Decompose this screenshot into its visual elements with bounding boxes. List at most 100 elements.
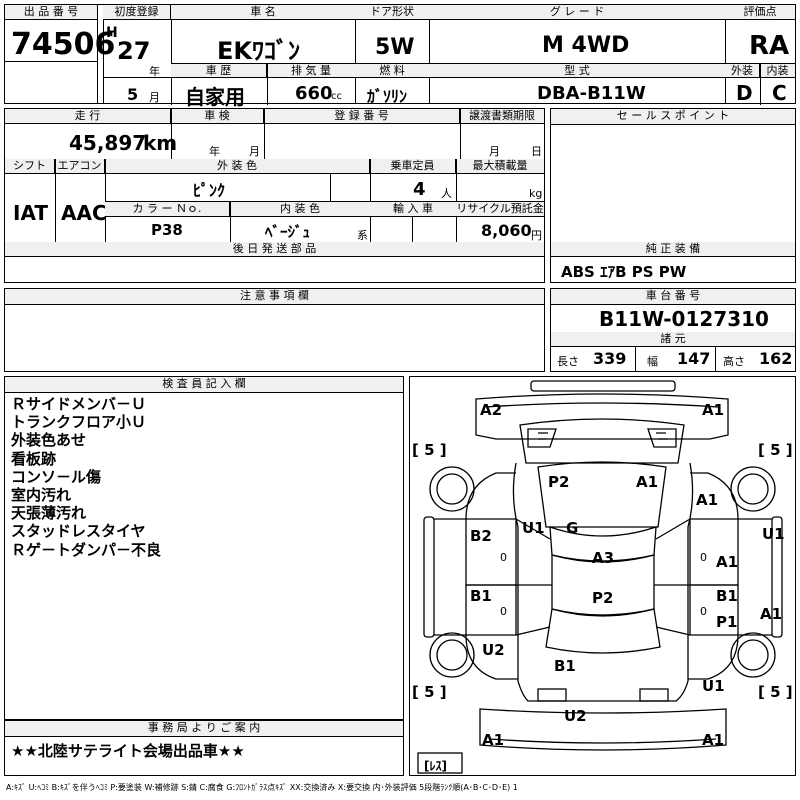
registration-header: 登 録 番 号 — [264, 109, 460, 124]
specs-header: 諸 元 — [551, 332, 795, 347]
first-reg-header: 初度登録 — [103, 5, 171, 20]
height: 162 — [759, 349, 793, 368]
door-type: 5W — [375, 35, 415, 60]
office-block: 事 務 局 よ り ご 案 内 ★★北陸サテライト会場出品車★★ — [4, 720, 404, 776]
divider — [55, 159, 56, 242]
ext-color: ﾋﾟﾝｸ — [193, 181, 226, 200]
damage-label: B1 — [554, 657, 576, 675]
headlight-right — [647, 428, 677, 448]
damage-label: A1 — [716, 553, 739, 571]
damage-label: A1 — [702, 731, 725, 749]
damage-label: U1 — [762, 525, 785, 543]
int-color-unit: 系 — [357, 229, 368, 242]
rear-fender-left — [465, 634, 518, 680]
divider — [429, 5, 430, 103]
ext-color-header: 外 装 色 — [105, 159, 370, 174]
inspector-header: 検 査 員 記 入 欄 — [5, 377, 403, 393]
tread-depth: [ 5 ] — [758, 441, 793, 459]
divider — [456, 159, 457, 242]
notes-block: 注 意 事 項 欄 — [4, 288, 545, 372]
divider — [715, 347, 716, 371]
tread-depth: [ 5 ] — [412, 683, 447, 701]
car-diagram — [417, 380, 783, 774]
door-header: ドア形状 — [355, 5, 429, 20]
equipment: ABS ｴｱB PS PW — [561, 263, 687, 281]
divider — [635, 347, 636, 371]
side-link-right — [654, 518, 691, 636]
damage-label: P1 — [716, 613, 738, 631]
damage-label: A3 — [592, 549, 615, 567]
divider — [105, 159, 106, 242]
body-outline — [512, 462, 694, 702]
divider — [370, 159, 371, 242]
office-header: 事 務 局 よ り ご 案 内 — [5, 721, 403, 737]
spare-box — [417, 752, 463, 774]
spare-tire-label: [ﾚｽ] — [424, 759, 447, 773]
fuel-header: 燃 料 — [355, 63, 429, 78]
sill-link — [434, 518, 772, 636]
recycle-unit: 円 — [531, 229, 542, 242]
rear-bumper-line — [489, 738, 717, 744]
height-label: 高さ — [723, 355, 745, 368]
damage-label: G — [566, 519, 579, 537]
lot-number: 74506 — [11, 27, 116, 62]
ext-score-header: 外装 — [725, 63, 760, 78]
damage-label: U2 — [564, 707, 587, 725]
score-header: 評価点 — [725, 5, 795, 20]
divider — [460, 109, 461, 159]
remark-item: 天張薄汚れ — [11, 504, 87, 523]
grade: M 4WD — [542, 33, 630, 58]
damage-label: A1 — [760, 605, 783, 623]
sales-point-block: セ ー ル ス ポ イ ン ト 純 正 装 備 ABS ｴｱB PS PW — [550, 108, 796, 283]
int-score: C — [772, 81, 787, 105]
score: RA — [749, 31, 790, 61]
remark-item: コンソ－ル傷 — [11, 467, 102, 486]
zero-marker: 0 — [500, 605, 507, 618]
remark-item: スタッドレスタイヤ — [11, 522, 146, 541]
damage-label: A2 — [480, 401, 503, 419]
inspection-month-unit: 月 — [249, 145, 260, 158]
mileage-header: 走 行 — [5, 109, 171, 124]
remark-item: 看板跡 — [11, 449, 57, 468]
first-reg-year: 27 — [117, 37, 151, 65]
damage-label: U1 — [522, 519, 545, 537]
mileage: 45,897 — [69, 131, 147, 155]
int-color: ﾍﾞｰｼﾞｭ — [265, 223, 311, 241]
history-header: 車 歴 — [171, 63, 267, 78]
first-reg-era: H — [106, 25, 118, 41]
divider — [97, 5, 98, 103]
car-name-header: 車 名 — [171, 5, 355, 20]
equipment-header: 純 正 装 備 — [551, 242, 795, 257]
remark-item: Ｒゲ－トダンパ－不良 — [11, 540, 162, 559]
transfer-month-unit: 月 — [489, 145, 500, 158]
length-label: 長さ — [557, 355, 579, 368]
transfer-day-unit: 日 — [531, 145, 542, 158]
damage-label: A1 — [636, 473, 659, 491]
front-bumper-line — [485, 402, 719, 408]
divider — [103, 5, 104, 103]
divider — [5, 61, 97, 62]
grade-header: グ レ ー ド — [429, 5, 725, 20]
wheel-rear-right-inner — [737, 639, 769, 671]
first-reg-month-unit: 月 — [149, 91, 160, 104]
hood-outline — [519, 418, 685, 464]
wheel-front-right-inner — [737, 473, 769, 505]
later-parts-header: 後 日 発 送 部 品 — [5, 242, 544, 257]
first-reg-month: 5 — [127, 85, 139, 104]
shift-header: シフト — [5, 159, 55, 174]
divider — [230, 202, 231, 242]
remark-item: 室内汚れ — [11, 486, 72, 505]
tail-light-left — [537, 688, 567, 702]
remark-item: Ｒサイドメンバ－Ｕ — [11, 395, 147, 413]
divider — [760, 63, 761, 105]
aircon-header: エアコン — [55, 159, 105, 174]
damage-label: P2 — [548, 473, 570, 491]
inspector-block: 検 査 員 記 入 欄 Ｒサイドメンバ－Ｕ トランクフロア小Ｕ 外装色あせ 看板… — [4, 376, 404, 720]
remarks-list: Ｒサイドメンバ－Ｕ トランクフロア小Ｕ 外装色あせ 看板跡 コンソ－ル傷 室内汚… — [11, 395, 161, 559]
inspection-header: 車 検 — [171, 109, 264, 124]
chassis-header: 車 台 番 号 — [551, 289, 795, 305]
lot-header: 出 品 番 号 — [5, 5, 97, 20]
remark-item: トランクフロア小Ｕ — [11, 413, 147, 432]
model-header: 型 式 — [429, 63, 725, 78]
ext-score: D — [736, 81, 753, 105]
